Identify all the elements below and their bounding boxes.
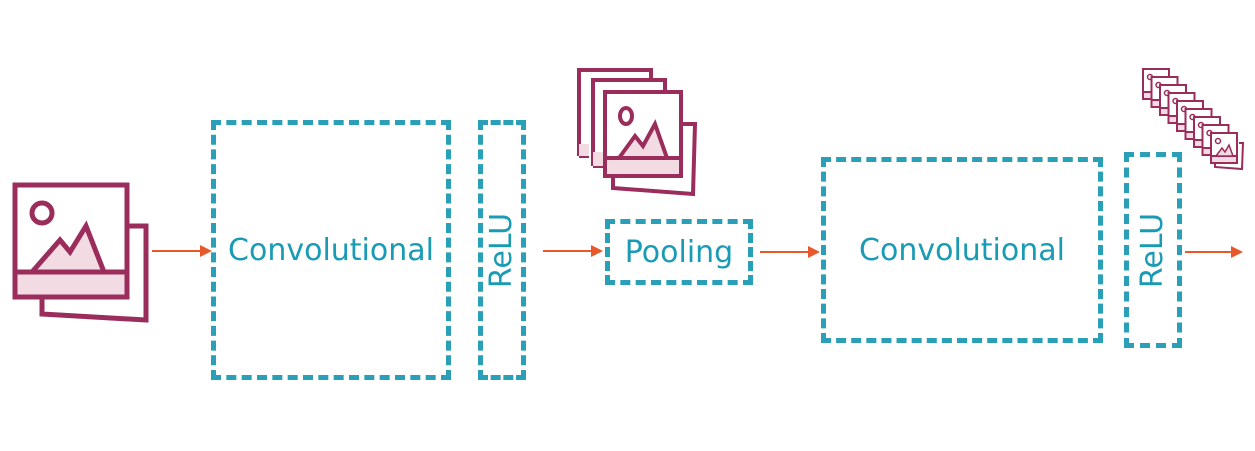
pooling-layer: Pooling [605, 219, 753, 285]
relu-layer-2: ReLU [1124, 152, 1182, 348]
relu-layer-1: ReLU [478, 120, 526, 380]
feature-maps-stack-icon [577, 68, 698, 197]
relu-layer-1-label: ReLU [484, 212, 520, 288]
mini-image-card [1210, 132, 1245, 171]
arrow-input-to-conv1 [152, 245, 212, 257]
input-image-icon [12, 182, 149, 323]
convolutional-layer-2-label: Convolutional [859, 232, 1065, 268]
convolutional-layer-1-label: Convolutional [228, 232, 434, 268]
relu-layer-2-label: ReLU [1135, 212, 1171, 288]
convolutional-layer-1: Convolutional [211, 120, 451, 380]
arrow-relu1-to-pooling [543, 245, 603, 257]
feature-maps-many-stack-icon [1142, 68, 1245, 171]
arrow-pooling-to-conv2 [760, 246, 820, 258]
convolutional-layer-2: Convolutional [821, 157, 1103, 343]
pooling-layer-label: Pooling [624, 234, 734, 270]
arrow-relu2-to-output [1185, 246, 1243, 258]
